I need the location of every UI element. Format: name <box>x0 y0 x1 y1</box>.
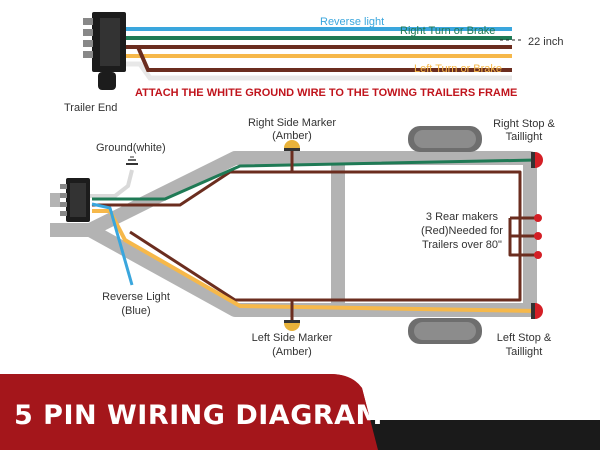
page-title: 5 PIN WIRING DIAGRAM <box>14 400 383 431</box>
label-ground: Ground(white) <box>96 142 166 154</box>
label-right-stop-2: Taillight <box>506 131 543 143</box>
wire-white <box>126 61 512 81</box>
label-left-stop: Left Stop & <box>497 332 552 344</box>
label-length: 22 inch <box>528 36 563 48</box>
title-banner: 5 PIN WIRING DIAGRAM <box>0 374 600 450</box>
wheel-top <box>408 126 482 152</box>
trailer-frame <box>50 151 537 317</box>
label-trailer-end: Trailer End <box>64 102 117 114</box>
label-left-turn: Left Turn or Brake <box>414 63 502 75</box>
ground-wire <box>90 156 138 198</box>
right-stop-taillight <box>531 152 543 168</box>
label-right-stop: Right Stop & <box>493 118 555 130</box>
trailer-end-connector <box>83 12 126 90</box>
rear-marker-lights <box>534 214 542 259</box>
label-right-turn: Right Turn or Brake <box>400 25 495 37</box>
warning-text: ATTACH THE WHITE GROUND WIRE TO THE TOWI… <box>135 87 517 99</box>
connector-wires <box>126 27 512 81</box>
label-left-side-marker: Left Side Marker <box>252 332 333 344</box>
wheel-bottom <box>408 318 482 344</box>
label-reverse-light: Reverse light <box>320 16 384 28</box>
trailer-wiring <box>91 148 537 323</box>
label-rear-makers-3: Trailers over 80" <box>422 239 502 251</box>
label-left-side-marker-color: (Amber) <box>272 346 312 358</box>
trailer-side-connector <box>60 178 90 222</box>
label-reverse-light-trailer: Reverse Light <box>102 291 170 303</box>
label-reverse-light-color: (Blue) <box>121 305 150 317</box>
left-stop-taillight <box>531 303 543 319</box>
amber-marker-left <box>284 320 300 331</box>
label-right-side-marker: Right Side Marker <box>248 117 336 129</box>
label-rear-makers: 3 Rear makers <box>426 211 499 223</box>
label-right-side-marker-color: (Amber) <box>272 130 312 142</box>
wire-ground-brown <box>126 45 512 72</box>
label-left-stop-2: Taillight <box>506 346 543 358</box>
amber-marker-right <box>284 140 300 151</box>
label-rear-makers-2: (Red)Needed for <box>421 225 503 237</box>
